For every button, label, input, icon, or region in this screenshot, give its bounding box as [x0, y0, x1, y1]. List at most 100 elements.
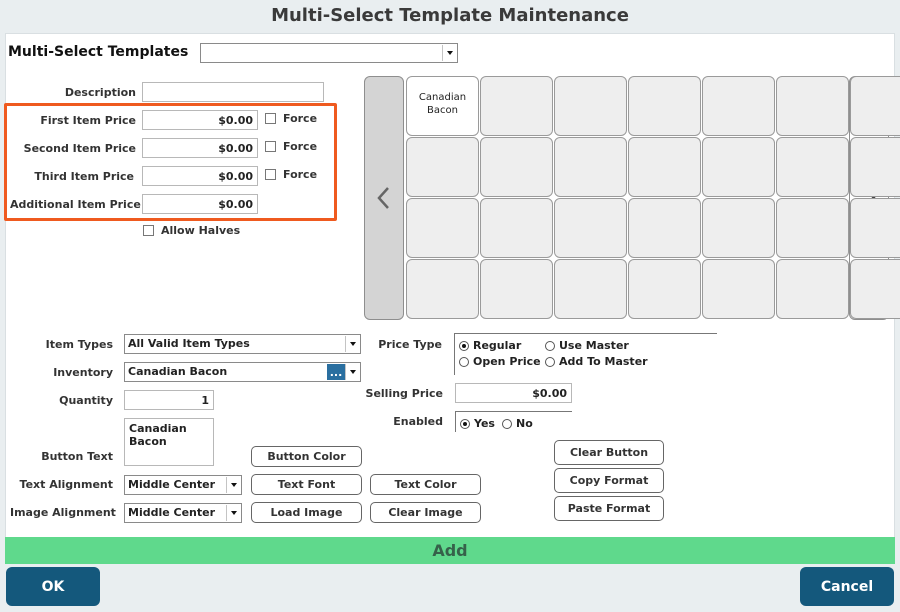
- text-color-button[interactable]: Text Color: [370, 474, 481, 495]
- inventory-dropdown[interactable]: Canadian Bacon ...: [124, 362, 361, 382]
- grid-cell[interactable]: [406, 259, 479, 319]
- grid-cell[interactable]: [850, 76, 900, 136]
- grid-cell[interactable]: Canadian Bacon: [406, 76, 479, 136]
- inventory-label: Inventory: [53, 366, 113, 379]
- image-alignment-dropdown[interactable]: Middle Center: [124, 503, 242, 523]
- button-color-button[interactable]: Button Color: [251, 446, 362, 467]
- price-type-regular-radio[interactable]: Regular: [459, 339, 521, 352]
- text-alignment-label: Text Alignment: [19, 478, 113, 491]
- cancel-button[interactable]: Cancel: [800, 567, 894, 606]
- grid-cell[interactable]: [850, 137, 900, 197]
- add-button[interactable]: Add: [5, 537, 895, 564]
- enabled-group: Yes No: [455, 411, 572, 432]
- item-types-label: Item Types: [45, 338, 113, 351]
- price-type-add-to-master-radio[interactable]: Add To Master: [545, 355, 648, 368]
- chevron-down-icon[interactable]: [442, 45, 456, 61]
- grid-cell[interactable]: [628, 198, 701, 258]
- templates-dropdown[interactable]: [200, 43, 458, 63]
- price-type-label: Price Type: [378, 338, 442, 351]
- grid-cell[interactable]: [554, 137, 627, 197]
- ok-button[interactable]: OK: [6, 567, 100, 606]
- grid-cell[interactable]: [702, 76, 775, 136]
- enabled-label: Enabled: [393, 415, 443, 428]
- third-price-label: Third Item Price: [34, 170, 134, 183]
- grid-cell[interactable]: [554, 259, 627, 319]
- button-text-label: Button Text: [41, 450, 113, 463]
- checkbox-icon[interactable]: [143, 225, 154, 236]
- price-type-group: Regular Use Master Open Price Add To Mas…: [454, 333, 717, 375]
- radio-icon[interactable]: [460, 418, 470, 429]
- grid-prev-button[interactable]: [364, 76, 404, 320]
- grid-cell[interactable]: [702, 198, 775, 258]
- third-price-force-checkbox[interactable]: Force: [265, 168, 317, 181]
- selling-price-label: Selling Price: [365, 387, 443, 400]
- grid-cell[interactable]: [406, 137, 479, 197]
- grid-cell[interactable]: [776, 137, 849, 197]
- grid-cell[interactable]: [554, 198, 627, 258]
- checkbox-icon[interactable]: [265, 113, 276, 124]
- chevron-down-icon[interactable]: [226, 505, 240, 521]
- chevron-left-icon: [377, 187, 389, 209]
- button-text-input[interactable]: Canadian Bacon: [124, 418, 214, 466]
- third-price-input[interactable]: $0.00: [142, 166, 258, 186]
- first-price-label: First Item Price: [40, 114, 136, 127]
- grid-cell[interactable]: [480, 137, 553, 197]
- description-label: Description: [64, 86, 136, 99]
- radio-icon[interactable]: [459, 340, 469, 351]
- second-price-force-checkbox[interactable]: Force: [265, 140, 317, 153]
- enabled-no-radio[interactable]: No: [502, 417, 533, 430]
- grid-cell[interactable]: [850, 259, 900, 319]
- load-image-button[interactable]: Load Image: [251, 502, 362, 523]
- price-highlight-box: [4, 103, 337, 221]
- first-price-force-checkbox[interactable]: Force: [265, 112, 317, 125]
- grid-cell[interactable]: [628, 259, 701, 319]
- grid-cell[interactable]: [628, 137, 701, 197]
- text-font-button[interactable]: Text Font: [251, 474, 362, 495]
- radio-icon[interactable]: [459, 356, 469, 367]
- clear-image-button[interactable]: Clear Image: [370, 502, 481, 523]
- selling-price-input[interactable]: $0.00: [455, 383, 572, 403]
- grid-cell[interactable]: [554, 76, 627, 136]
- grid-cell[interactable]: [480, 198, 553, 258]
- grid-cell[interactable]: [850, 198, 900, 258]
- grid-cell[interactable]: [776, 259, 849, 319]
- grid-cell[interactable]: [480, 259, 553, 319]
- copy-format-button[interactable]: Copy Format: [554, 468, 664, 493]
- enabled-yes-radio[interactable]: Yes: [460, 417, 495, 430]
- grid-cell[interactable]: [406, 198, 479, 258]
- second-price-input[interactable]: $0.00: [142, 138, 258, 158]
- menu-button-grid: Canadian Bacon: [406, 76, 900, 321]
- inventory-browse-button[interactable]: ...: [327, 364, 345, 380]
- allow-halves-checkbox[interactable]: Allow Halves: [143, 224, 240, 237]
- templates-label: Multi-Select Templates: [8, 44, 189, 60]
- radio-icon[interactable]: [502, 418, 512, 429]
- description-input[interactable]: [142, 82, 324, 102]
- price-type-use-master-radio[interactable]: Use Master: [545, 339, 629, 352]
- grid-cell[interactable]: [776, 76, 849, 136]
- quantity-input[interactable]: 1: [124, 390, 214, 410]
- image-alignment-label: Image Alignment: [10, 506, 116, 519]
- radio-icon[interactable]: [545, 356, 555, 367]
- clear-button-button[interactable]: Clear Button: [554, 440, 664, 465]
- second-price-label: Second Item Price: [23, 142, 136, 155]
- grid-cell[interactable]: [776, 198, 849, 258]
- item-types-dropdown[interactable]: All Valid Item Types: [124, 334, 361, 354]
- paste-format-button[interactable]: Paste Format: [554, 496, 664, 521]
- chevron-down-icon[interactable]: [345, 336, 359, 352]
- checkbox-icon[interactable]: [265, 141, 276, 152]
- text-alignment-dropdown[interactable]: Middle Center: [124, 475, 242, 495]
- grid-cell[interactable]: [702, 259, 775, 319]
- checkbox-icon[interactable]: [265, 169, 276, 180]
- first-price-input[interactable]: $0.00: [142, 110, 258, 130]
- radio-icon[interactable]: [545, 340, 555, 351]
- window-title: Multi-Select Template Maintenance: [271, 5, 629, 26]
- chevron-down-icon[interactable]: [226, 477, 240, 493]
- grid-cell[interactable]: [702, 137, 775, 197]
- grid-cell[interactable]: [628, 76, 701, 136]
- price-type-open-price-radio[interactable]: Open Price: [459, 355, 541, 368]
- grid-cell[interactable]: [480, 76, 553, 136]
- additional-price-input[interactable]: $0.00: [142, 194, 258, 214]
- chevron-down-icon[interactable]: [345, 364, 359, 380]
- quantity-label: Quantity: [59, 394, 113, 407]
- additional-price-label: Additional Item Price: [10, 198, 141, 211]
